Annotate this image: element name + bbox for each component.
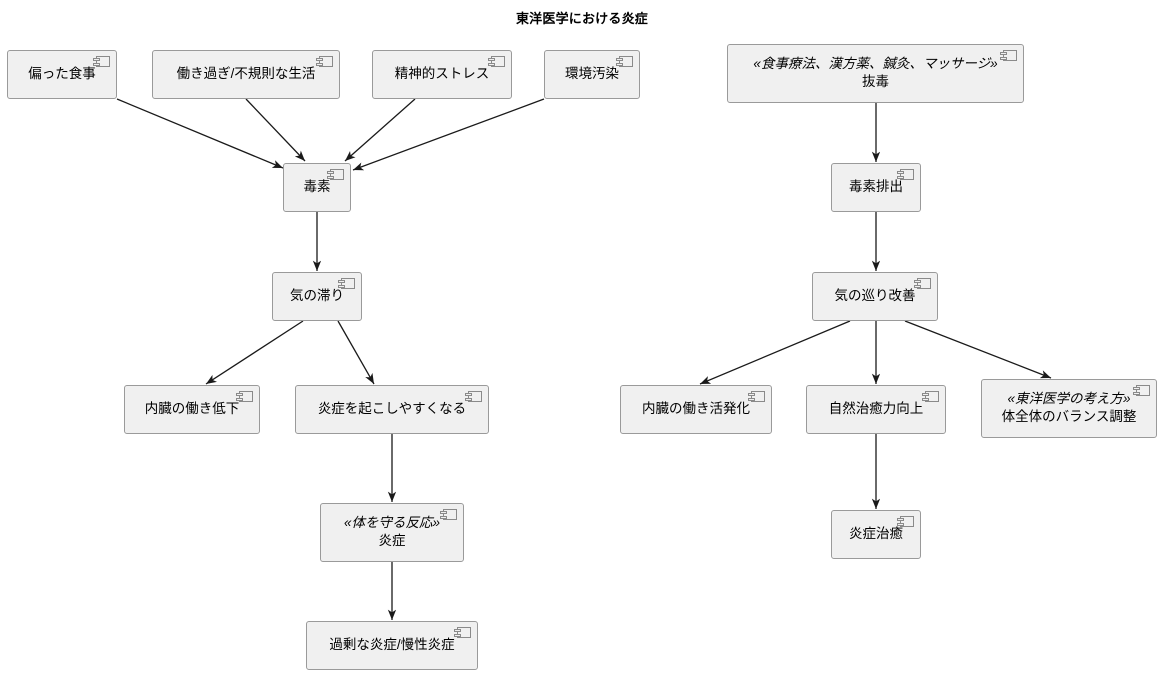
component-node[interactable]: 精神的ストレス xyxy=(372,50,512,99)
node-stereotype: «体を守る反応» xyxy=(343,514,441,530)
node-label: 内臓の働き低下 xyxy=(144,400,240,416)
node-label: 体全体のバランス調整 xyxy=(1001,409,1137,424)
edge-arrow xyxy=(699,320,851,385)
uml-component-icon xyxy=(914,278,931,289)
component-node[interactable]: 働き過ぎ/不規則な生活 xyxy=(152,50,340,99)
component-node[interactable]: 気の滞り xyxy=(272,272,362,321)
component-node[interactable]: «食事療法、漢方薬、鍼灸、マッサージ» 抜毒 xyxy=(727,44,1024,103)
uml-component-icon xyxy=(440,509,457,520)
uml-component-icon xyxy=(488,56,505,67)
node-label: 気の滞り xyxy=(290,287,344,303)
uml-component-icon xyxy=(236,391,253,402)
edge-arrow xyxy=(337,320,375,385)
node-label: 精神的ストレス xyxy=(394,65,490,81)
edge-arrow xyxy=(205,320,304,385)
uml-component-icon xyxy=(897,169,914,180)
node-label: 炎症治癒 xyxy=(849,525,903,541)
component-node[interactable]: 炎症を起こしやすくなる xyxy=(295,385,489,434)
component-node[interactable]: «体を守る反応» 炎症 xyxy=(320,503,464,562)
node-label: 偏った食事 xyxy=(28,65,96,81)
edge-arrow xyxy=(116,98,284,169)
edge-arrow xyxy=(352,98,545,171)
node-label: 内臓の働き活発化 xyxy=(642,400,750,416)
node-label: 毒素排出 xyxy=(849,178,903,194)
component-node[interactable]: 環境汚染 xyxy=(544,50,640,99)
component-node[interactable]: 気の巡り改善 xyxy=(812,272,938,321)
node-label: 自然治癒力向上 xyxy=(828,400,924,416)
uml-component-icon xyxy=(465,391,482,402)
node-stereotype: «東洋医学の考え方» xyxy=(1007,390,1131,406)
uml-component-icon xyxy=(338,278,355,289)
diagram-title: 東洋医学における炎症 xyxy=(515,11,648,26)
component-node[interactable]: 内臓の働き活発化 xyxy=(620,385,772,434)
component-node[interactable]: 炎症治癒 xyxy=(831,510,921,559)
uml-component-icon xyxy=(922,391,939,402)
node-stereotype: «食事療法、漢方薬、鍼灸、マッサージ» xyxy=(753,55,998,71)
uml-component-icon xyxy=(93,56,110,67)
node-label: 炎症を起こしやすくなる xyxy=(317,400,467,416)
node-label: 環境汚染 xyxy=(565,65,619,81)
node-label: 気の巡り改善 xyxy=(834,287,916,303)
component-node[interactable]: 毒素排出 xyxy=(831,163,921,212)
node-label: 働き過ぎ/不規則な生活 xyxy=(176,65,316,81)
component-node[interactable]: 自然治癒力向上 xyxy=(806,385,946,434)
uml-component-icon xyxy=(748,391,765,402)
uml-component-icon xyxy=(897,516,914,527)
edge-arrow xyxy=(904,320,1052,379)
uml-component-icon xyxy=(316,56,333,67)
component-node[interactable]: 過剰な炎症/慢性炎症 xyxy=(306,621,478,670)
uml-component-icon xyxy=(454,627,471,638)
edge-arrow xyxy=(344,98,416,162)
component-node[interactable]: 内臓の働き低下 xyxy=(124,385,260,434)
uml-component-icon xyxy=(327,169,344,180)
component-node[interactable]: «東洋医学の考え方» 体全体のバランス調整 xyxy=(981,379,1157,438)
component-node[interactable]: 偏った食事 xyxy=(7,50,117,99)
node-label: 毒素 xyxy=(303,178,331,194)
uml-component-icon xyxy=(1133,385,1150,396)
node-label: 抜毒 xyxy=(862,74,889,89)
uml-component-icon xyxy=(1000,50,1017,61)
edge-arrow xyxy=(245,98,306,162)
node-label: 炎症 xyxy=(378,533,406,548)
component-node[interactable]: 毒素 xyxy=(283,163,351,212)
uml-component-icon xyxy=(616,56,633,67)
node-label: 過剰な炎症/慢性炎症 xyxy=(329,636,455,652)
